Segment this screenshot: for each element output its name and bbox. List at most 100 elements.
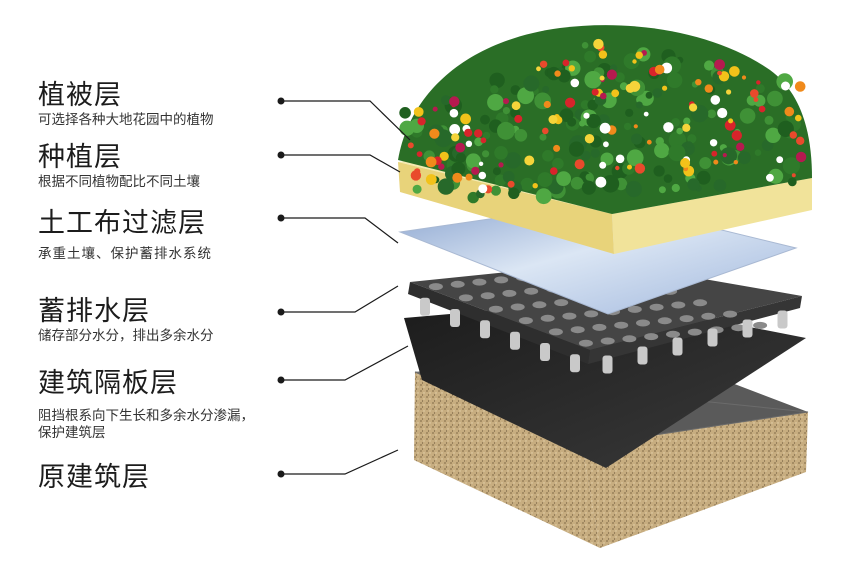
label-original-building-layer: 原建筑层 (38, 462, 150, 494)
flower (731, 130, 742, 141)
flower (465, 140, 473, 147)
flower (474, 129, 483, 138)
flower (536, 66, 541, 72)
drainage-hole (532, 301, 547, 309)
flower (680, 158, 691, 168)
label-geotextile-filter-layer: 土工布过滤层 承重土壤、保护蓄排水系统 (38, 208, 212, 263)
flower (695, 79, 702, 86)
label-description: 承重土壤、保护蓄排水系统 (38, 246, 212, 262)
flower (565, 97, 576, 108)
leaf-cluster (590, 148, 600, 158)
leaf-cluster (455, 152, 466, 163)
flower (728, 118, 734, 124)
flower (553, 144, 561, 152)
leaf-cluster (739, 108, 756, 124)
leaf-cluster (399, 107, 411, 119)
leaf-cluster (510, 85, 521, 95)
drainage-hole (666, 330, 680, 338)
leaf-cluster (668, 144, 686, 162)
flower (514, 114, 523, 123)
leaf-cluster (687, 134, 697, 144)
flower (449, 108, 459, 118)
drainage-cup (602, 355, 613, 374)
label-drainage-layer: 蓄排水层 储存部分水分，排出多余水分 (38, 296, 214, 345)
leaf-cluster (542, 150, 554, 162)
flower (611, 89, 620, 98)
leaf-cluster (552, 157, 564, 170)
flower (654, 64, 665, 75)
flower (646, 139, 652, 145)
drainage-hole (627, 305, 642, 313)
flower (599, 122, 611, 134)
flower (595, 176, 607, 188)
drainage-hole (570, 326, 585, 334)
drainage-hole (510, 303, 525, 311)
leaf-cluster (765, 127, 781, 143)
leaf-cluster (502, 171, 515, 183)
leaf-cluster (517, 87, 534, 105)
drainage-cup (510, 331, 520, 350)
flower (407, 142, 414, 149)
leaf-cluster (685, 141, 693, 149)
leaf-cluster (671, 183, 680, 193)
leaf-cluster (645, 91, 653, 99)
flower (543, 100, 551, 109)
flower (439, 151, 449, 161)
drainage-hole (584, 310, 599, 318)
flower (599, 161, 607, 169)
flower (511, 101, 521, 111)
flower (568, 65, 575, 72)
leaf-cluster (614, 72, 625, 83)
flower (480, 137, 487, 144)
flower (478, 171, 487, 180)
flower (750, 89, 759, 98)
drainage-hole (540, 314, 555, 322)
leader-dot (277, 151, 285, 159)
leaf-cluster (542, 86, 550, 93)
vegetation-plants (398, 25, 812, 214)
leaf-cluster (623, 53, 640, 70)
leader-dot (277, 214, 285, 222)
label-title: 土工布过滤层 (38, 208, 206, 239)
leaf-cluster (437, 178, 455, 195)
drainage-hole (562, 312, 577, 320)
leaf-cluster (584, 71, 602, 89)
flower (784, 106, 795, 117)
leaf-cluster (492, 167, 501, 176)
leaf-cluster (755, 84, 765, 94)
drainage-hole (518, 317, 533, 325)
flower (600, 92, 607, 100)
flower (460, 113, 471, 125)
leaf-cluster (535, 188, 552, 205)
leaf-cluster (412, 184, 422, 194)
leaf-cluster (754, 149, 762, 156)
flower (574, 159, 585, 170)
drainage-hole (488, 305, 503, 313)
leaf-cluster (465, 153, 481, 169)
drainage-cup (672, 337, 683, 356)
flower (425, 156, 437, 168)
flower (643, 111, 649, 117)
flower (633, 124, 638, 129)
leaf-cluster (625, 108, 634, 117)
drainage-cup (540, 343, 550, 361)
drainage-hole (701, 312, 716, 320)
flower (416, 151, 423, 158)
flower (717, 107, 728, 119)
label-title: 原建筑层 (38, 462, 150, 493)
flower (449, 96, 460, 107)
flower (615, 165, 620, 171)
flower (635, 51, 643, 59)
flower (591, 88, 599, 96)
leaf-cluster (764, 115, 774, 125)
leader-dots (277, 97, 285, 478)
leaf-cluster (480, 114, 490, 125)
leaf-cluster (767, 90, 783, 107)
flower (632, 59, 637, 64)
leader-dot (277, 97, 285, 105)
leaf-cluster (687, 178, 700, 191)
flower (709, 139, 718, 147)
leaf-cluster (514, 129, 528, 142)
leaf-cluster (585, 173, 593, 181)
leaf-cluster (699, 157, 712, 169)
